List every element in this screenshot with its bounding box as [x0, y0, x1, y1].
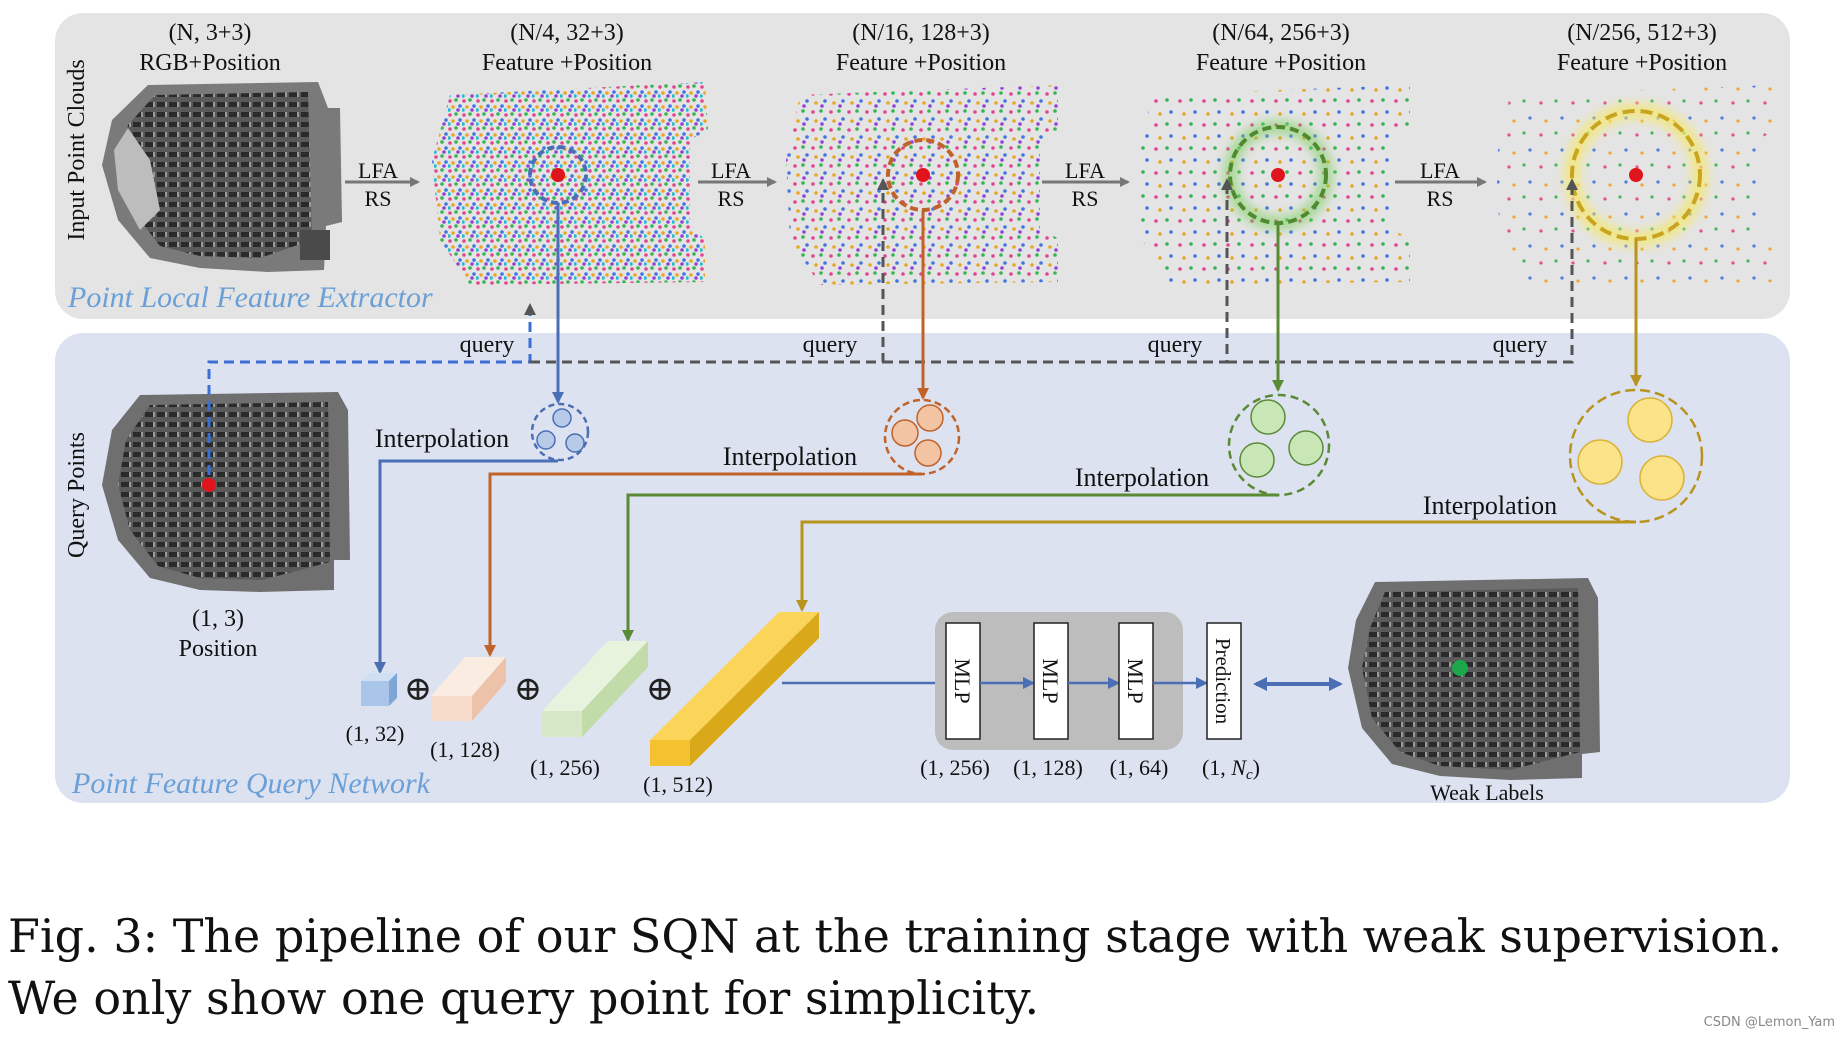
- mlp-dims-1: (1, 128): [1013, 755, 1083, 780]
- query-label-2: query: [1148, 332, 1203, 358]
- prediction-block: Prediction: [1206, 622, 1242, 740]
- mlp-dims-2: (1, 64): [1110, 755, 1169, 780]
- interp-neighborhood-blue: [530, 402, 590, 462]
- interp-neighborhood-green: [1227, 393, 1331, 497]
- query-label-0: query: [460, 332, 515, 358]
- mlp-dims-0: (1, 256): [920, 755, 990, 780]
- interpolation-label-2: Interpolation: [1075, 463, 1209, 492]
- feature-dims-3: (1, 512): [643, 772, 713, 797]
- op-top-label: LFA: [711, 158, 751, 183]
- top-panel-name: Point Local Feature Extractor: [67, 281, 433, 314]
- feature-dims-0: (1, 32): [346, 721, 405, 746]
- op-bottom-label: RS: [1072, 186, 1099, 211]
- query-point-dims: (1, 3): [192, 606, 244, 632]
- plus-icon: ⊕: [404, 671, 433, 708]
- stage-header-4: (N/256, 512+3) Feature +Position: [1557, 20, 1727, 76]
- feature-block-128: [431, 657, 506, 721]
- feature-block-256: [542, 641, 648, 737]
- plus-icon: ⊕: [514, 671, 543, 708]
- lfa-rs-op-3: LFA RS: [1395, 158, 1487, 211]
- op-top-label: LFA: [1065, 158, 1105, 183]
- bottom-panel-name: Point Feature Query Network: [71, 767, 431, 800]
- mlp-layer-2: MLP: [1118, 622, 1154, 740]
- interpolation-label-1: Interpolation: [723, 442, 857, 471]
- stage-desc: Feature +Position: [482, 50, 652, 76]
- stage-1-query-dot: [551, 168, 565, 182]
- stage-header-1: (N/4, 32+3) Feature +Position: [482, 20, 652, 76]
- figure-caption: Fig. 3: The pipeline of our SQN at the t…: [8, 909, 1783, 1025]
- stage-desc: Feature +Position: [836, 50, 1006, 76]
- mlp-label: MLP: [950, 658, 975, 703]
- stage-dims: (N/256, 512+3): [1567, 20, 1717, 46]
- op-bottom-label: RS: [1427, 186, 1454, 211]
- op-top-label: LFA: [1420, 158, 1460, 183]
- stage-dims: (N/16, 128+3): [852, 20, 990, 46]
- csdn-watermark: CSDN @Lemon_Yam: [1703, 1015, 1835, 1030]
- mlp-layer-0: MLP: [945, 622, 981, 740]
- interpolation-label-0: Interpolation: [375, 424, 509, 453]
- weak-label-dot: [1452, 660, 1468, 676]
- mlp-label: MLP: [1038, 658, 1063, 703]
- stage-4-point-cloud: [1496, 85, 1775, 285]
- stage-dims: (N/64, 256+3): [1212, 20, 1350, 46]
- top-panel-side-label: Input Point Clouds: [64, 59, 90, 240]
- weak-labels-image: [1348, 578, 1600, 780]
- feature-dims-2: (1, 256): [530, 755, 600, 780]
- query-point-dot: [202, 478, 216, 492]
- stage-desc: Feature +Position: [1557, 50, 1727, 76]
- op-top-label: LFA: [358, 158, 398, 183]
- route-green: [622, 493, 1279, 642]
- stage-3-query-dot: [1271, 168, 1285, 182]
- query-label-3: query: [1493, 332, 1548, 358]
- stage-dims: (N, 3+3): [169, 20, 252, 46]
- pipeline-diagram: Input Point Clouds Point Local Feature E…: [55, 13, 1790, 805]
- plus-icon: ⊕: [646, 671, 675, 708]
- stage-dims: (N/4, 32+3): [510, 20, 624, 46]
- feature-dims-1: (1, 128): [430, 737, 500, 762]
- mlp-layer-1: MLP: [1033, 622, 1069, 740]
- lfa-rs-op-0: LFA RS: [345, 158, 420, 211]
- lfa-rs-op-1: LFA RS: [698, 158, 777, 211]
- stage-header-0: (N, 3+3) RGB+Position: [139, 20, 281, 76]
- bottom-panel-side-label: Query Points: [64, 432, 90, 558]
- query-point-desc: Position: [179, 636, 258, 662]
- weak-labels-caption: Weak Labels: [1430, 780, 1544, 805]
- query-label-1: query: [803, 332, 858, 358]
- stage-4-query-dot: [1629, 168, 1643, 182]
- query-lines: [207, 178, 1578, 475]
- route-orange: [484, 472, 922, 657]
- input-point-cloud-image: [102, 82, 342, 272]
- stage-2-query-dot: [916, 168, 930, 182]
- route-gold: [796, 520, 1636, 612]
- prediction-label: Prediction: [1211, 638, 1235, 725]
- interpolation-label-3: Interpolation: [1423, 491, 1557, 520]
- stage-desc: Feature +Position: [1196, 50, 1366, 76]
- feature-block-32: [361, 673, 397, 706]
- feature-block-512: [650, 612, 819, 766]
- route-blue: [374, 459, 558, 674]
- interp-neighborhood-gold: [1568, 388, 1704, 524]
- prediction-dims: (1, Nc): [1202, 755, 1260, 783]
- stage-1-point-cloud: [432, 82, 708, 285]
- stage-desc: RGB+Position: [139, 50, 281, 76]
- lfa-rs-op-2: LFA RS: [1042, 158, 1130, 211]
- stage-3-point-cloud: [1138, 85, 1410, 285]
- mlp-label: MLP: [1123, 658, 1148, 703]
- stage-1-neighborhood-ring: [528, 145, 588, 205]
- stage-header-2: (N/16, 128+3) Feature +Position: [836, 20, 1006, 76]
- stage-header-3: (N/64, 256+3) Feature +Position: [1196, 20, 1366, 76]
- op-bottom-label: RS: [365, 186, 392, 211]
- op-bottom-label: RS: [718, 186, 745, 211]
- query-points-image: [102, 392, 350, 592]
